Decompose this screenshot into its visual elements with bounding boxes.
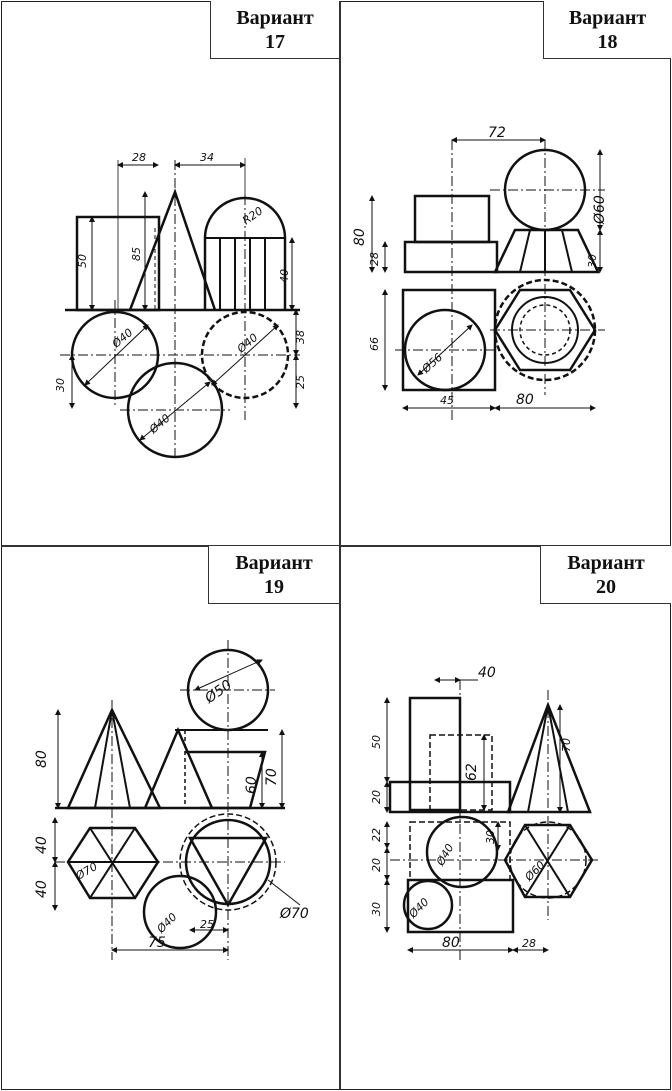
- dim-label: 25: [294, 375, 307, 389]
- dim-label: 50: [370, 735, 383, 749]
- dim-label: Ø70: [73, 860, 100, 883]
- variant-number: 18: [597, 31, 618, 53]
- dim-label: Ø40: [406, 895, 432, 921]
- dim-label: 60: [244, 776, 260, 794]
- dim-label: 34: [200, 151, 214, 164]
- dim-label: Ø60: [522, 858, 548, 884]
- dims-variant-19: 80 Ø50 60 70 40 40 Ø70 Ø40 25 75 Ø70: [34, 677, 309, 951]
- dim-label: Ø60: [592, 195, 608, 225]
- circle-top-view: [427, 817, 497, 887]
- prism-front: [410, 698, 460, 810]
- drawing-variant-17: [60, 158, 300, 460]
- small-circle-top-view: [404, 881, 452, 929]
- dim-label: 22: [370, 828, 383, 842]
- dim-label: 66: [368, 337, 381, 351]
- variant-number: 19: [264, 576, 284, 598]
- variant-20-header: Вариант 20: [540, 546, 671, 604]
- dim-label: Ø40: [154, 910, 180, 936]
- dim-label: 30: [484, 830, 497, 844]
- plate-top-view: [408, 880, 513, 932]
- dim-label: 72: [488, 125, 506, 141]
- dim-label: 80: [442, 935, 460, 951]
- circle-right: [202, 312, 288, 398]
- dim-label: 28: [368, 252, 381, 266]
- variant-number: 20: [596, 576, 616, 598]
- square-top-view: [403, 290, 495, 390]
- dim-label: 80: [352, 228, 368, 246]
- dim-label: 30: [586, 254, 599, 268]
- dim-label: 75: [148, 935, 166, 951]
- dim-label: 28: [522, 937, 536, 950]
- dim-label: 20: [370, 790, 383, 804]
- dim-label: Ø70: [279, 906, 309, 922]
- cylinder-lower: [405, 242, 497, 272]
- dim-label: 20: [370, 858, 383, 872]
- box-hidden: [430, 735, 492, 810]
- frustum-front: [495, 230, 598, 272]
- variant-19-header: Вариант 19: [208, 546, 339, 604]
- dim-label: 80: [34, 750, 50, 768]
- dim-label: 45: [440, 394, 454, 407]
- variant-17-header: Вариант 17: [210, 1, 339, 59]
- drawing-variant-18: [369, 137, 605, 420]
- dims-variant-20: 40 50 62 70 20 22 30 Ø40 Ø60 20 30 Ø40 8…: [370, 665, 573, 951]
- dim-label: 40: [34, 880, 50, 898]
- variant-number: 17: [265, 31, 285, 53]
- dim-label: 30: [54, 378, 67, 392]
- dim-label: 50: [76, 254, 89, 268]
- dim-label: 80: [516, 392, 534, 408]
- variant-label: Вариант: [567, 552, 645, 574]
- dim-label: Ø56: [419, 351, 445, 376]
- dim-label: 40: [278, 269, 291, 283]
- dim-label: 40: [34, 836, 50, 854]
- dim-label: 70: [264, 768, 280, 786]
- triangle-top-view: [190, 838, 266, 905]
- dim-label: 25: [200, 918, 214, 931]
- dim-label: 40: [478, 665, 496, 681]
- cone-front: [508, 705, 590, 812]
- dim-label: 30: [370, 902, 383, 916]
- variant-label: Вариант: [236, 7, 314, 29]
- variant-18-header: Вариант 18: [543, 1, 671, 59]
- dim-label: 38: [294, 330, 307, 344]
- dim-label: 70: [560, 738, 573, 752]
- variant-label: Вариант: [568, 7, 647, 29]
- dim-label: 62: [464, 763, 480, 781]
- dim-label: Ø40: [109, 326, 135, 351]
- drawing-variant-19: [52, 640, 300, 960]
- variant-label: Вариант: [235, 552, 313, 574]
- dim-label: Ø50: [201, 677, 235, 707]
- dim-label: 28: [132, 151, 146, 164]
- dim-label: R20: [240, 204, 265, 227]
- drawing-variant-20: [384, 677, 600, 960]
- dims-variant-18: 72 80 28 Ø60 30 66 Ø56 45 80: [352, 125, 608, 408]
- dim-label: 85: [130, 247, 143, 261]
- base-plate-front: [390, 782, 510, 812]
- row-divider: [1, 545, 671, 547]
- dim-label: Ø40: [146, 412, 172, 437]
- dim-label: Ø40: [433, 842, 456, 869]
